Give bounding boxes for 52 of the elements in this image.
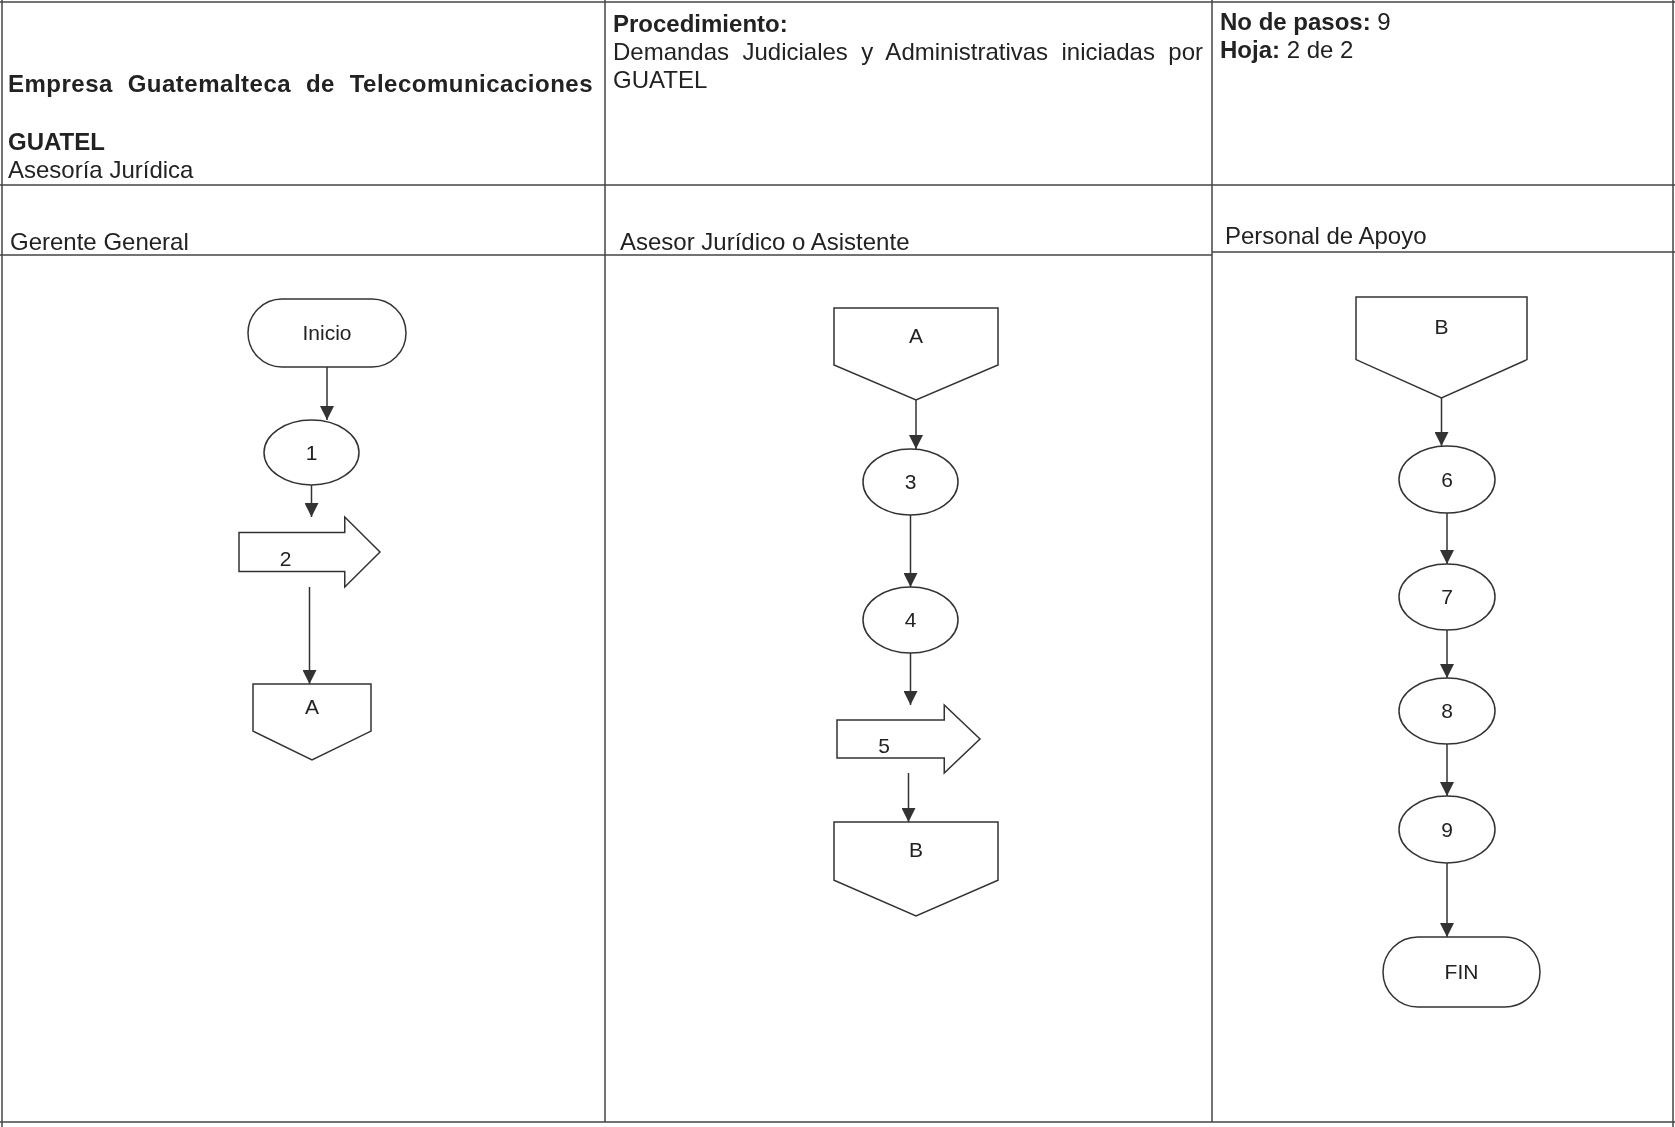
step-ellipse	[1399, 564, 1495, 630]
arrow	[304, 484, 319, 518]
arrow	[1440, 862, 1454, 938]
arrow	[903, 514, 918, 588]
arrow	[901, 772, 916, 823]
arrow	[1434, 397, 1449, 447]
step-ellipse	[1399, 446, 1495, 513]
step-number: 6	[1441, 467, 1453, 492]
step-count: No de pasos: 9	[1220, 8, 1392, 36]
lane-title: Gerente General	[10, 228, 190, 256]
sheet-number: Hoja: 2 de 2	[1220, 36, 1355, 64]
arrow	[909, 399, 923, 450]
step-number: 4	[904, 608, 917, 632]
off-page-connector	[1356, 297, 1527, 398]
step-ellipse	[1399, 796, 1495, 863]
lane-title: Personal de Apoyo	[1225, 222, 1428, 250]
arrow	[1440, 512, 1454, 565]
organization-name: Empresa Guatemalteca de Telecomunicaciones	[8, 70, 593, 98]
arrow	[1440, 629, 1454, 679]
procedure-heading: Procedimiento:	[613, 10, 789, 38]
step-number: 1	[305, 440, 318, 465]
terminator-label: FIN	[1444, 960, 1479, 984]
arrow	[903, 652, 918, 706]
step-ellipse	[1399, 678, 1495, 744]
step-ellipse	[863, 449, 958, 515]
connector-letter: B	[1434, 315, 1449, 340]
off-page-connector	[253, 684, 371, 760]
terminator-shape	[1383, 937, 1540, 1007]
arrow	[320, 366, 334, 421]
step-number: 5	[878, 733, 891, 758]
step-ellipse	[863, 587, 958, 653]
step-number: 8	[1441, 699, 1453, 723]
organization-acronym: GUATEL	[8, 128, 106, 156]
connector-letter: B	[909, 838, 923, 863]
connector-letter: A	[909, 323, 923, 348]
off-page-connector	[834, 308, 998, 400]
arrow	[1440, 743, 1454, 797]
step-number: 2	[279, 547, 292, 571]
transfer-arrow-shape	[837, 705, 980, 773]
procedure-title: Demandas Judiciales y Administrativas iniciadas por GUATEL	[613, 38, 1203, 94]
step-ellipse	[264, 420, 359, 485]
terminator-shape	[248, 299, 406, 367]
connector-letter: A	[305, 694, 319, 719]
arrow	[302, 586, 317, 685]
step-number: 7	[1441, 585, 1453, 609]
transfer-arrow-shape	[239, 517, 380, 587]
lane-title: Asesor Jurídico o Asistente	[620, 228, 911, 256]
department-name: Asesoría Jurídica	[8, 156, 195, 184]
step-number: 9	[1441, 817, 1453, 842]
step-number: 3	[904, 470, 917, 494]
terminator-label: Inicio	[302, 321, 352, 345]
off-page-connector	[834, 822, 998, 916]
